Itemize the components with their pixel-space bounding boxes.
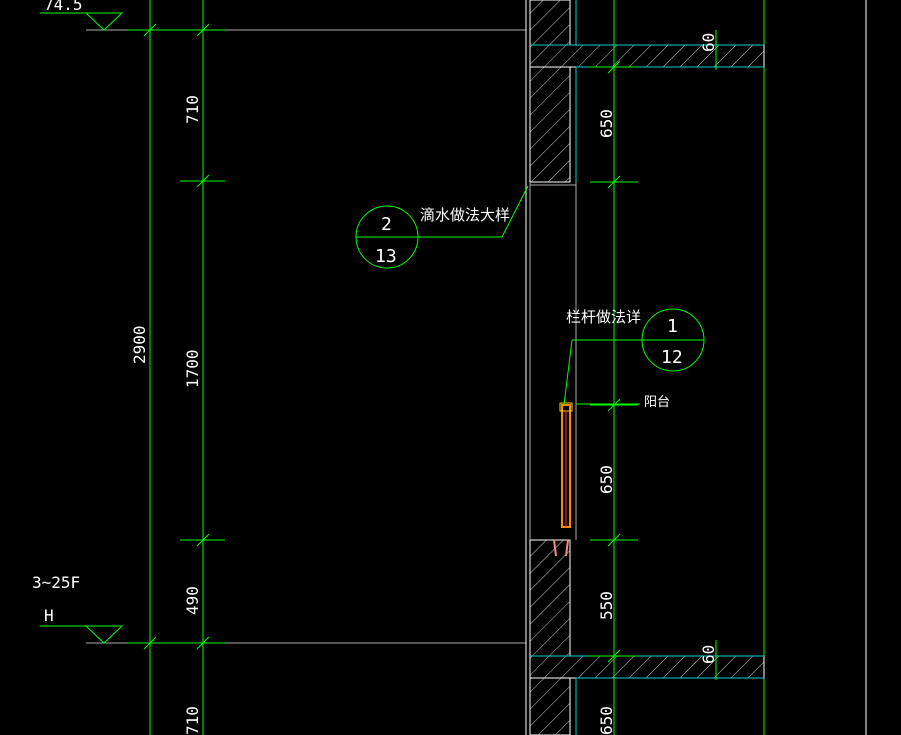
dim-seg-top: 710 [183, 95, 202, 124]
level-h-text: H [44, 606, 54, 625]
level-marker-bottom [85, 625, 124, 644]
level-marker-top [85, 12, 124, 31]
dim-seg-bottom: 710 [183, 706, 202, 735]
dim-wall-upper: 650 [597, 109, 616, 138]
drip-callout-label: 滴水做法大样 [420, 206, 510, 224]
dim-ticks-right [590, 60, 638, 663]
drip-callout-top: 2 [381, 214, 392, 235]
railing-callout-bottom: 12 [661, 347, 683, 368]
dim-wall-lower-a: 650 [597, 465, 616, 494]
dim-wall-bottom: 650 [597, 706, 616, 735]
dim-slab-bottom: 60 [699, 645, 718, 664]
railing-callout-label: 栏杆做法详 [566, 308, 641, 326]
elevation-text-top: 74.5 [44, 0, 83, 14]
dim-slab-top: 60 [699, 33, 718, 52]
floor-range-text: 3~25F [32, 573, 80, 592]
railing [553, 402, 573, 557]
dim-ticks-left [128, 23, 225, 650]
railing-leader-diag [563, 339, 573, 406]
dim-seg-mid: 1700 [183, 349, 202, 388]
wall-section [525, 0, 765, 735]
railing-callout-top: 1 [667, 316, 678, 337]
dim-total: 2900 [130, 325, 149, 364]
dim-wall-lower-b: 550 [597, 591, 616, 620]
drip-leader-diag [501, 185, 529, 238]
drip-callout-bottom: 13 [375, 246, 397, 267]
balcony-note: 阳台 [644, 395, 670, 410]
dim-seg-low: 490 [183, 586, 202, 615]
